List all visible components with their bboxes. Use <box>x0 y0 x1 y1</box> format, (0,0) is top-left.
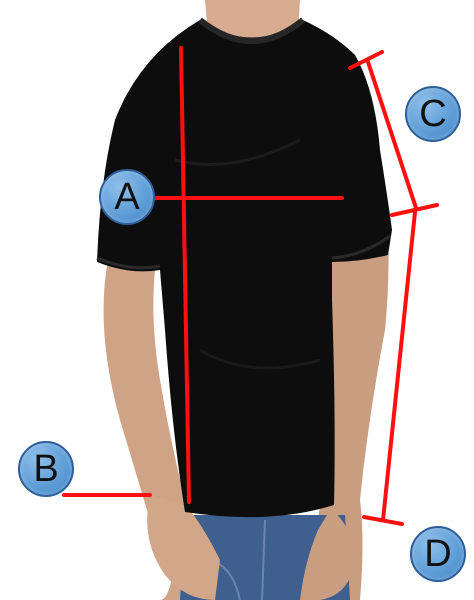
marker-b: B <box>18 441 74 497</box>
marker-d: D <box>410 526 466 582</box>
marker-c: C <box>405 86 461 142</box>
marker-a: A <box>99 169 155 225</box>
